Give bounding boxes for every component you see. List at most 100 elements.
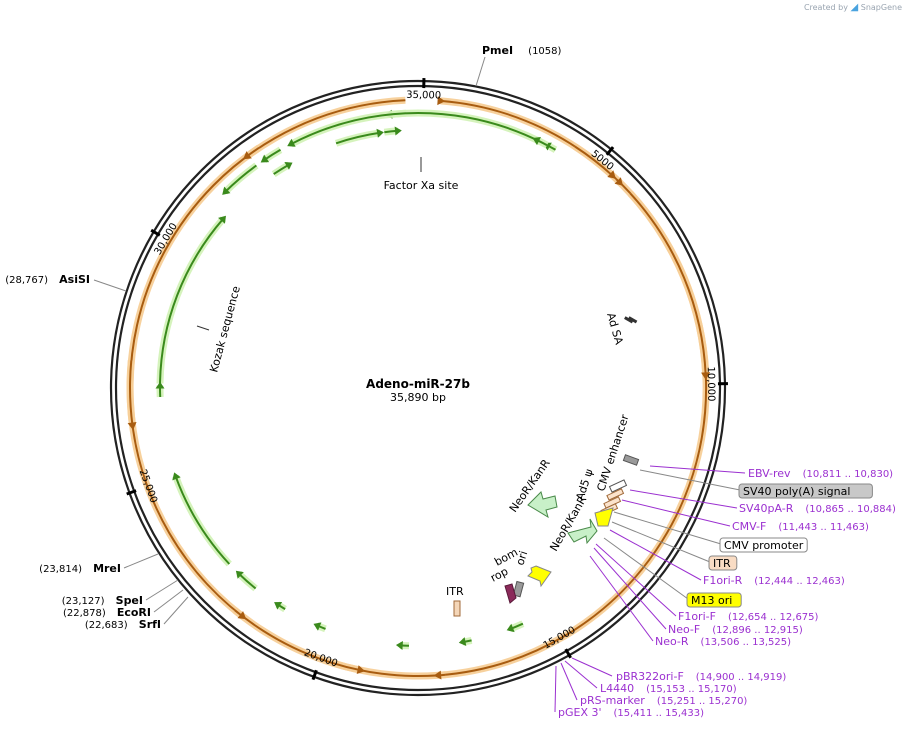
plasmid-length: 35,890 bp <box>390 391 446 404</box>
enzyme-label-spei[interactable]: (23,127) SpeI <box>62 589 143 608</box>
enzyme-position: (22,683) <box>85 620 128 631</box>
annotation-leader <box>554 665 557 713</box>
primer-label[interactable]: Neo-R(13,506 .. 13,525) <box>655 635 791 648</box>
primer-range: (15,153 .. 15,170) <box>646 684 737 695</box>
green-feature-arc-arrowhead <box>274 602 283 610</box>
primer-name: F1ori-R <box>703 574 743 587</box>
primer-range: (15,251 .. 15,270) <box>657 696 748 707</box>
enzyme-name: SrfI <box>139 618 161 631</box>
annotation-leader <box>649 465 746 474</box>
label-kozak-sequence: Kozak sequence <box>207 284 243 373</box>
enzyme-leader <box>93 279 127 292</box>
snapgene-brand-text: SnapGene <box>860 3 902 12</box>
primer-label[interactable]: EBV-rev(10,811 .. 10,830) <box>748 467 893 480</box>
feature-label-text[interactable]: SV40 poly(A) signal <box>743 485 850 498</box>
orange-feature-arc-arrowhead <box>243 151 252 160</box>
annotation-leader <box>609 529 702 581</box>
primer-range: (13,506 .. 13,525) <box>701 637 792 648</box>
ruler-tick <box>605 146 615 156</box>
primer-name: F1ori-F <box>678 610 716 623</box>
feature-leader <box>196 325 210 331</box>
neor-kanr-arrow-1 <box>527 491 558 519</box>
green-feature-arc-arrowhead <box>458 637 467 647</box>
feature-label-text[interactable]: ITR <box>713 557 731 570</box>
feature-label-box <box>708 555 738 571</box>
primer-range: (12,654 .. 12,675) <box>728 612 819 623</box>
primer-label[interactable]: pBR322ori-F(14,900 .. 14,919) <box>616 670 786 683</box>
primer-name: CMV-F <box>732 520 766 533</box>
feature-label-text[interactable]: CMV promoter <box>724 539 804 552</box>
ruler-tick-label: 35,000 <box>406 90 441 102</box>
enzyme-name: EcoRI <box>117 606 151 619</box>
primer-label[interactable]: SV40pA-R(10,865 .. 10,884) <box>739 502 896 515</box>
primer-name: pRS-marker <box>580 694 645 707</box>
primer-label[interactable]: L4440 (15,153 .. 15,170) <box>600 682 737 695</box>
right-annotation-column: EBV-rev(10,811 .. 10,830) SV40 poly(A) si… <box>554 465 896 719</box>
ruler-tick <box>150 228 161 237</box>
primer-range: (12,896 .. 12,915) <box>712 625 803 636</box>
annotation-leader <box>571 657 613 677</box>
green-feature-arc <box>159 218 225 384</box>
primer-label[interactable]: CMV-F(11,443 .. 11,463) <box>732 520 869 533</box>
enzyme-leader <box>145 579 179 601</box>
green-feature-arc-arrowhead <box>284 162 293 170</box>
primer-range: (15,411 .. 15,433) <box>614 708 705 719</box>
primer-label[interactable]: Neo-F(12,896 .. 12,915) <box>668 623 803 636</box>
enzyme-label-asisi[interactable]: (28,767) AsiSI <box>5 268 90 287</box>
enzyme-label-pmei[interactable]: PmeI (1058) <box>482 39 562 58</box>
primer-name: pBR322ori-F <box>616 670 684 683</box>
primer-label[interactable]: F1ori-F (12,654 .. 12,675) <box>678 610 819 623</box>
green-feature-arc-arrowhead <box>222 186 231 195</box>
orange-feature-arc-arrowhead <box>127 422 137 431</box>
ruler-tick-label: 20,000 <box>302 647 339 669</box>
green-feature-arc-arrowhead <box>506 623 515 633</box>
enzyme-label-srfi[interactable]: (22,683) SrfI <box>85 613 161 632</box>
orange-feature-arc-arrowhead <box>614 177 624 186</box>
green-feature-arc-arrowhead <box>394 126 402 136</box>
backbone-inner-ring <box>114 84 722 692</box>
backbone-outer-ring <box>109 79 727 697</box>
annotation-leader <box>611 521 711 563</box>
feature-arcs <box>126 96 711 680</box>
enzyme-label-mrei[interactable]: (23,814) MreI <box>39 557 121 576</box>
primer-label[interactable]: pRS-marker (15,251 .. 15,270) <box>580 694 747 707</box>
annotation-leader <box>613 511 722 545</box>
green-feature-arc <box>238 572 257 590</box>
enzyme-label-ecori[interactable]: (22,878) EcoRI <box>63 601 151 620</box>
ad-sa-marker <box>624 316 638 324</box>
ruler-tick <box>126 489 137 496</box>
snapgene-credit: Created by ◢ SnapGene <box>804 2 902 13</box>
green-feature-arc-arrowhead <box>376 128 384 138</box>
annotation-leader <box>639 469 741 491</box>
itr-inner-box <box>453 600 461 617</box>
enzyme-leader <box>123 553 159 569</box>
feature-label-box <box>719 537 808 553</box>
green-feature-arc-arrowhead <box>155 381 165 389</box>
orange-feature-arc-arrowhead <box>237 611 247 620</box>
annotation-leader <box>595 543 677 617</box>
green-feature-arc-arrowhead <box>395 641 403 651</box>
orange-feature-arc <box>629 192 707 376</box>
primer-range: (10,811 .. 10,830) <box>803 469 894 480</box>
annotation-leader <box>589 555 654 642</box>
enzyme-position: (1058) <box>528 46 561 57</box>
primer-label[interactable]: F1ori-R(12,444 .. 12,463) <box>703 574 845 587</box>
enzyme-position: (23,127) <box>62 596 105 607</box>
feature-label-text[interactable]: M13 ori <box>691 594 732 607</box>
annotation-leader <box>603 537 689 600</box>
m13-ori-arrow <box>594 507 614 527</box>
label-factor-xa-site: Factor Xa site <box>384 179 459 192</box>
orange-feature-arc-arrowhead <box>356 665 366 675</box>
annotation-leader <box>560 662 578 701</box>
ori-arrow <box>527 565 552 588</box>
orange-feature-arc-arrowhead <box>437 96 446 106</box>
primer-label[interactable]: pGEX 3'(15,411 .. 15,433) <box>558 706 704 719</box>
label-ori: ori <box>513 549 530 567</box>
ruler-tick <box>311 669 318 681</box>
orange-feature-arc-arrowhead <box>433 670 442 680</box>
label-ad-sa: Ad SA <box>604 311 626 346</box>
ruler-tick-label: 25,000 <box>137 468 159 505</box>
primer-name: L4440 <box>600 682 634 695</box>
neor-kanr-arrow-2 <box>567 518 598 545</box>
